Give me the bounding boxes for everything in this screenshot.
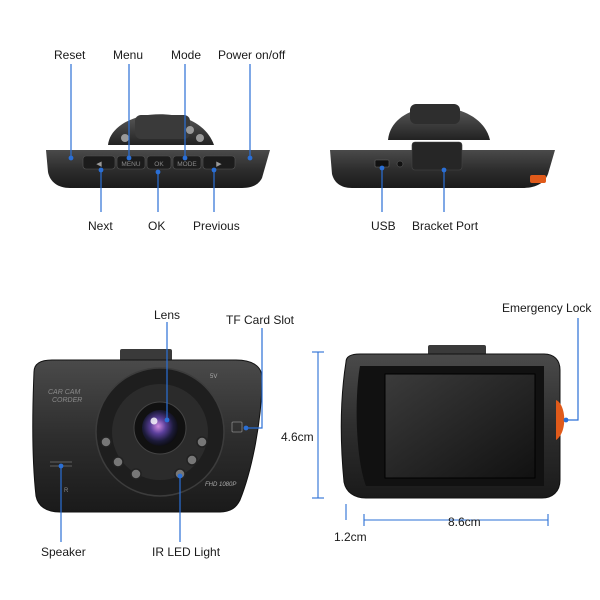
label-previous: Previous	[193, 219, 240, 233]
label-lens: Lens	[154, 308, 181, 322]
label-ok: OK	[148, 219, 166, 233]
label-emergency-lock: Emergency Lock	[502, 301, 592, 315]
ok-button-glyph: OK	[154, 161, 164, 168]
dim-height: 4.6cm	[281, 430, 314, 444]
menu-button-glyph: MENU	[121, 161, 140, 168]
top-view-buttons-side: ◀ MENU OK MODE ▶	[46, 64, 270, 212]
power-mark: 5V	[210, 374, 217, 380]
label-reset: Reset	[54, 48, 86, 62]
body-text-line1: CAR CAM	[48, 389, 80, 396]
label-bracket-port: Bracket Port	[412, 219, 479, 233]
label-next: Next	[88, 219, 113, 233]
label-ir-led-light: IR LED Light	[152, 545, 221, 559]
speaker-mark: R	[64, 488, 69, 494]
label-usb: USB	[371, 219, 396, 233]
label-speaker: Speaker	[41, 545, 86, 559]
svg-text:◀: ◀	[96, 161, 102, 168]
resolution-mark: FHD 1080P	[205, 482, 236, 488]
svg-text:▶: ▶	[216, 161, 222, 168]
top-view-back-side	[330, 104, 555, 212]
dim-depth: 1.2cm	[334, 530, 367, 544]
body-text-line2: CORDER	[52, 397, 82, 404]
label-mode: Mode	[171, 48, 202, 62]
label-menu: Menu	[113, 48, 144, 62]
dim-width: 8.6cm	[448, 515, 481, 529]
back-view	[312, 318, 579, 526]
front-view: CAR CAM CORDER 5V FHD 1080P R	[32, 322, 263, 542]
label-tf-card-slot: TF Card Slot	[226, 313, 295, 327]
mode-button-glyph: MODE	[177, 161, 197, 168]
label-power: Power on/off	[218, 48, 286, 62]
